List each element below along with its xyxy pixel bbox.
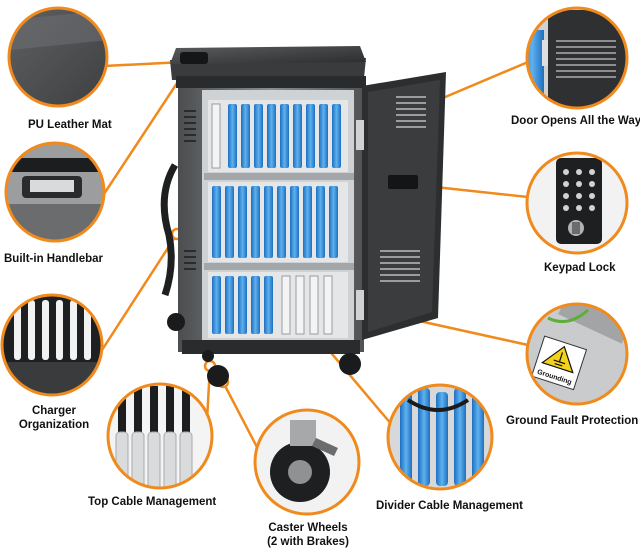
detail-ground-fault-protection: Grounding xyxy=(525,302,629,406)
label-divider-cable-management: Divider Cable Management xyxy=(376,500,523,512)
detail-divider-cable-management xyxy=(386,383,494,491)
detail-door-opens-all-the-way xyxy=(525,6,629,110)
open-door xyxy=(356,72,446,340)
label-charger-organization-line2: Organization xyxy=(18,419,90,431)
label-ground-fault-protection: Ground Fault Protection xyxy=(506,415,639,427)
label-charger-organization: Charger Organization xyxy=(14,404,94,432)
label-caster-wheels: Caster Wheels (2 with Brakes) xyxy=(246,521,370,549)
detail-top-cable-management xyxy=(106,382,214,490)
cart-wheels xyxy=(167,313,361,387)
label-caster-wheels-line2: (2 with Brakes) xyxy=(267,536,349,548)
label-caster-wheels-line1: Caster Wheels xyxy=(268,522,348,534)
label-top-cable-management: Top Cable Management xyxy=(88,496,217,508)
shelf-middle-tablets xyxy=(208,182,348,262)
detail-caster-wheels xyxy=(253,408,361,516)
label-keypad-lock: Keypad Lock xyxy=(544,262,616,274)
charging-cart xyxy=(160,46,446,387)
detail-built-in-handlebar xyxy=(4,141,106,243)
label-pu-leather-mat: PU Leather Mat xyxy=(28,119,112,131)
detail-charger-organization xyxy=(0,293,104,397)
label-built-in-handlebar: Built-in Handlebar xyxy=(4,253,104,265)
label-charger-organization-line1: Charger xyxy=(31,405,77,417)
shelf-bottom-tablets xyxy=(208,272,348,338)
shelf-top-tablets xyxy=(208,100,348,172)
detail-keypad-lock xyxy=(525,151,629,255)
detail-pu-leather-mat xyxy=(7,6,109,108)
label-door-opens-all-the-way: Door Opens All the Way xyxy=(511,115,640,127)
